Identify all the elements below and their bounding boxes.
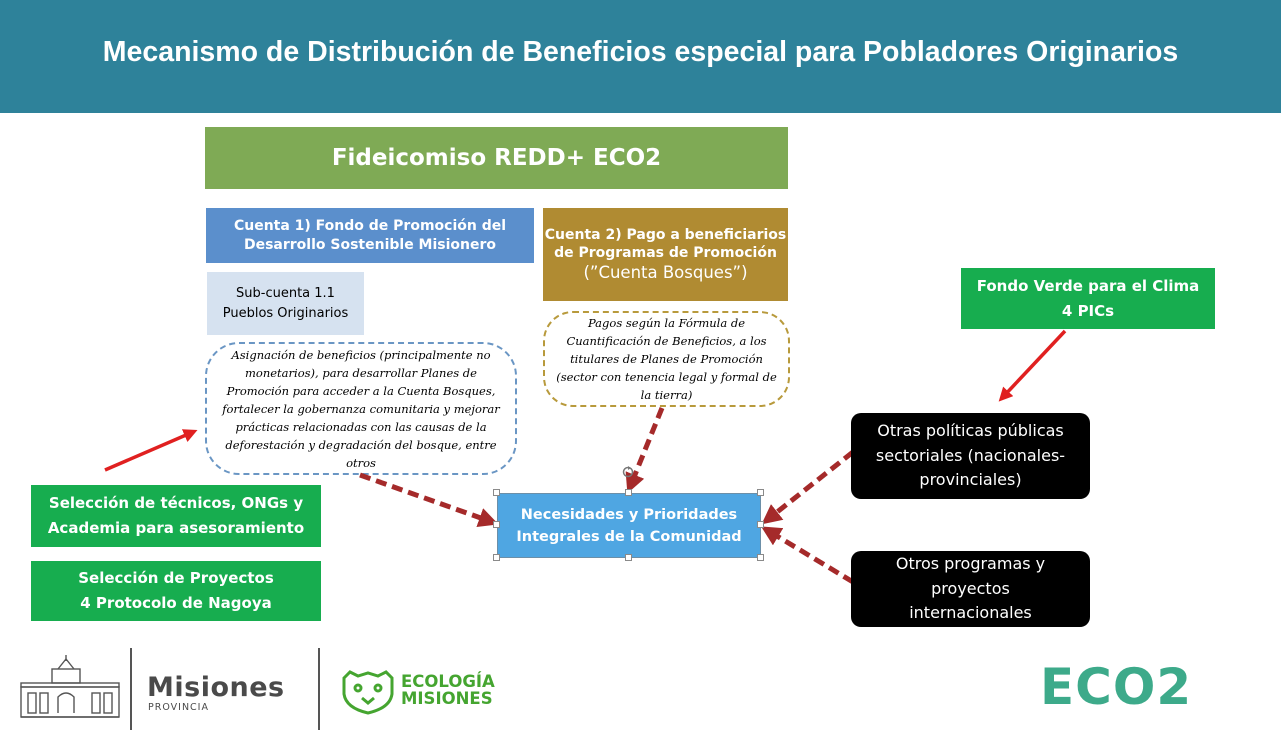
- seleccion-proyectos-line1: Selección de Proyectos: [78, 569, 274, 587]
- otros-programas-line1: Otros programas y: [895, 554, 1046, 574]
- arrow-asignacion-to-necesidades: [359, 472, 499, 528]
- pagos-oval: Pagos según la Fórmula de Cuantificación…: [543, 311, 790, 407]
- cuenta2-box: Cuenta 2) Pago a beneficiarios de Progra…: [543, 208, 788, 301]
- seleccion-proyectos-line2: 4 Protocolo de Nagoya: [80, 594, 272, 612]
- cuenta2-subtitle: (”Cuenta Bosques”): [583, 262, 748, 282]
- resize-handle-n[interactable]: [625, 489, 632, 496]
- page-title: Mecanismo de Distribución de Beneficios …: [102, 36, 1179, 68]
- otros-programas-box: Otros programas y proyectos internaciona…: [851, 551, 1090, 627]
- seleccion-tecnicos-line2: Academia para asesoramiento: [47, 519, 305, 537]
- header-bar: [0, 0, 1281, 113]
- arrow-politicas-to-necesidades: [761, 450, 855, 525]
- cuenta1-title: Cuenta 1) Fondo de Promoción del Desarro…: [233, 217, 507, 253]
- subcuenta-line1: Sub-cuenta 1.1: [236, 285, 335, 301]
- necesidades-line2: Integrales de la Comunidad: [516, 528, 742, 545]
- ecologia-line2: MISIONES: [401, 689, 493, 708]
- resize-handle-se[interactable]: [757, 554, 764, 561]
- logo-divider-2: [318, 648, 320, 730]
- cuenta1-box: Cuenta 1) Fondo de Promoción del Desarro…: [206, 208, 534, 263]
- subcuenta-line2: Pueblos Originarios: [222, 305, 349, 321]
- ecologia-line1: ECOLOGÍA: [401, 672, 495, 691]
- pagos-text: Pagos según la Fórmula de Cuantificación…: [556, 316, 777, 402]
- asignacion-text: Asignación de beneficios (principalmente…: [222, 347, 500, 470]
- resize-handle-s[interactable]: [625, 554, 632, 561]
- rotate-handle-icon[interactable]: [621, 465, 635, 479]
- resize-handle-ne[interactable]: [757, 489, 764, 496]
- otros-programas-line3: internacionales: [909, 603, 1032, 623]
- fideicomiso-box: Fideicomiso REDD+ ECO2: [205, 127, 788, 189]
- seleccion-proyectos-box: Selección de Proyectos 4 Protocolo de Na…: [31, 561, 321, 621]
- otros-programas-line2: proyectos: [931, 578, 1010, 598]
- eco2-logo: ECO2: [1040, 658, 1193, 716]
- resize-handle-e[interactable]: [757, 521, 764, 528]
- fondo-verde-box: Fondo Verde para el Clima 4 PICs: [961, 268, 1215, 329]
- otras-politicas-line1: Otras políticas públicas: [877, 421, 1064, 441]
- fondo-verde-line2: 4 PICs: [1061, 301, 1115, 320]
- arrow-pagos-to-necesidades: [625, 407, 665, 494]
- otras-politicas-line3: provinciales): [919, 470, 1022, 490]
- necesidades-line1: Necesidades y Prioridades: [520, 506, 738, 523]
- necesidades-box[interactable]: Necesidades y Prioridades Integrales de …: [497, 493, 761, 558]
- arrow-seleccion-to-asignacion: [104, 429, 198, 472]
- resize-handle-sw[interactable]: [493, 554, 500, 561]
- fondo-verde-line1: Fondo Verde para el Clima: [976, 276, 1200, 295]
- government-building-icon: [20, 655, 120, 718]
- otras-politicas-box: Otras políticas públicas sectoriales (na…: [851, 413, 1090, 499]
- misiones-logo-text: Misiones: [147, 672, 285, 703]
- otras-politicas-line2: sectoriales (nacionales-: [875, 445, 1066, 465]
- fideicomiso-title: Fideicomiso REDD+ ECO2: [331, 145, 662, 171]
- cuenta2-title: Cuenta 2) Pago a beneficiarios de Progra…: [544, 226, 787, 261]
- seleccion-tecnicos-box: Selección de técnicos, ONGs y Academia p…: [31, 485, 321, 547]
- resize-handle-nw[interactable]: [493, 489, 500, 496]
- seleccion-tecnicos-line1: Selección de técnicos, ONGs y: [48, 494, 304, 512]
- logo-divider-1: [130, 648, 132, 730]
- arrow-fondo-verde-to-politicas: [998, 329, 1067, 402]
- provincia-logo-text: PROVINCIA: [148, 702, 209, 713]
- subcuenta-box: Sub-cuenta 1.1 Pueblos Originarios: [207, 272, 364, 335]
- resize-handle-w[interactable]: [493, 521, 500, 528]
- ecologia-logo-text: ECOLOGÍA MISIONES: [401, 673, 495, 707]
- jaguar-logo-icon: [342, 670, 394, 715]
- arrow-programas-to-necesidades: [761, 526, 855, 585]
